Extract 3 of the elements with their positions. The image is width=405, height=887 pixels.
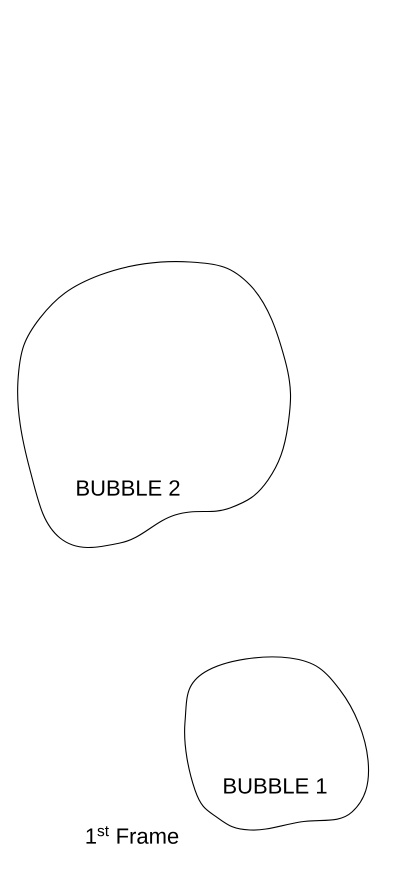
- frame-label: 1$^{st}$ Frame: [86, 826, 178, 844]
- bubble-outline: BUBBLE 2: [17, 261, 292, 548]
- bubble-outline: BUBBLE 1: [184, 656, 370, 831]
